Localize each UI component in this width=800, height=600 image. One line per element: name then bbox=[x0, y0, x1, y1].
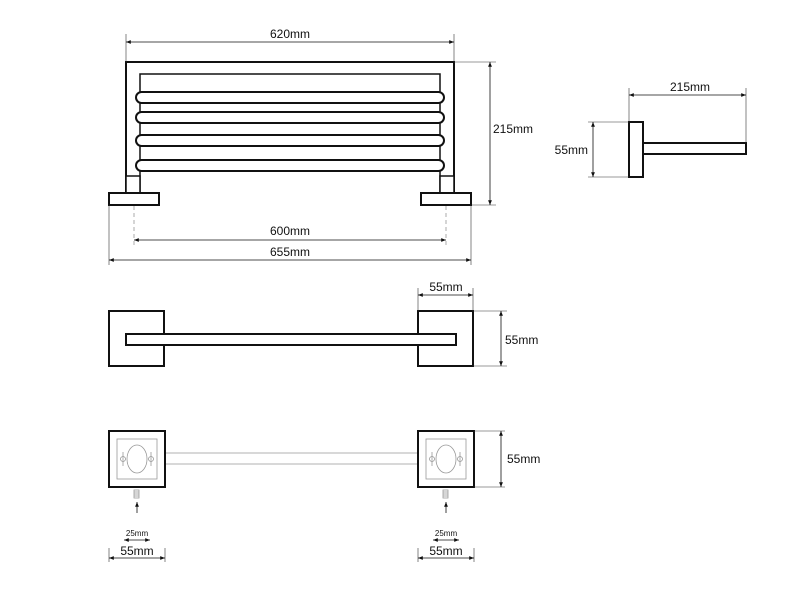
side-arm bbox=[642, 142, 747, 155]
front-bar-4 bbox=[135, 159, 445, 172]
dim-label-left-25: 25mm bbox=[126, 529, 149, 538]
front-view: 620mm 215mm 600mm 655mm bbox=[108, 27, 533, 265]
front-bar-2 bbox=[135, 111, 445, 124]
top-bar bbox=[125, 333, 457, 346]
dim-label-left-55: 55mm bbox=[120, 544, 153, 558]
dim-label-600: 600mm bbox=[270, 224, 310, 238]
front-left-foot bbox=[108, 192, 160, 206]
dim-label-215-height: 215mm bbox=[493, 122, 533, 136]
side-wall-plate bbox=[628, 121, 644, 178]
dim-label-215-depth: 215mm bbox=[670, 80, 710, 94]
front-bar-1 bbox=[135, 91, 445, 104]
rear-view: 55mm 25mm 25mm 55mm 55mm bbox=[108, 430, 540, 562]
rear-right-flange bbox=[417, 430, 475, 488]
front-bar-3 bbox=[135, 134, 445, 147]
top-view: 55mm 55mm bbox=[108, 280, 538, 367]
dim-label-top-55-height: 55mm bbox=[505, 333, 538, 347]
dim-label-right-55: 55mm bbox=[429, 544, 462, 558]
dim-label-655: 655mm bbox=[270, 245, 310, 259]
dim-label-rear-55-height: 55mm bbox=[507, 452, 540, 466]
dim-label-top-55-width: 55mm bbox=[429, 280, 462, 294]
rear-left-flange bbox=[108, 430, 166, 488]
front-right-foot bbox=[420, 192, 472, 206]
dim-label-620: 620mm bbox=[270, 27, 310, 41]
dim-label-right-25: 25mm bbox=[435, 529, 458, 538]
side-view: 215mm 55mm bbox=[555, 80, 747, 178]
dim-label-side-55: 55mm bbox=[555, 143, 588, 157]
